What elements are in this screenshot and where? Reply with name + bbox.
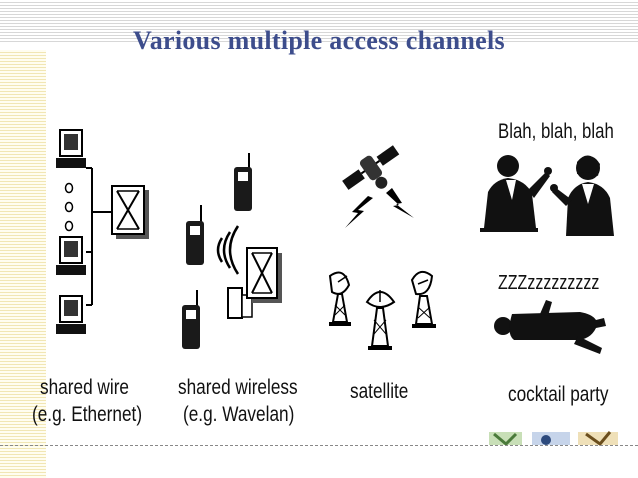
dish-antenna-icon [328,271,351,326]
decorative-thumbnails [489,431,618,447]
computer-icon [56,295,92,334]
lightning-bolt-icon [345,196,373,228]
talking-woman-figure [550,155,614,236]
top-stripe-band [0,0,638,42]
mobile-phone-icon [182,290,200,349]
radio-waves-icon [216,225,240,275]
sleeping-man-figure [494,300,606,354]
network-switch-icon [111,185,149,239]
mobile-phone-icon [186,205,204,265]
caption-shared-wireless-line2: (e.g. Wavelan) [183,403,295,426]
caption-shared-wire-line2: (e.g. Ethernet) [32,403,143,426]
snore-text: ZZZzzzzzzzzz [498,272,600,294]
caption-cocktail-party: cocktail party [508,383,609,406]
satellite-icon [342,145,400,190]
dish-antenna-icon [410,270,436,328]
bottom-divider [0,445,638,446]
lightning-bolt-icon [386,188,414,218]
shared-wireless-diagram [182,153,282,349]
cocktail-party-diagram [480,155,614,354]
talking-man-figure [480,155,552,232]
caption-satellite: satellite [350,380,409,403]
slide-body [46,42,638,478]
satellite-diagram [328,145,436,350]
shared-wire-diagram [56,129,149,334]
left-stripe-band [0,50,46,478]
access-point-icon [227,247,282,319]
computer-icon [56,236,92,275]
mobile-phone-icon [234,153,252,211]
dish-antenna-icon [365,290,396,350]
ellipsis-dots-icon [64,182,74,232]
computer-icon [56,129,92,169]
caption-shared-wireless-line1: shared wireless [178,376,298,399]
slide-title: Various multiple access channels [133,26,505,55]
speech-bubble-text: Blah, blah, blah [498,120,614,143]
caption-shared-wire-line1: shared wire [40,376,130,399]
